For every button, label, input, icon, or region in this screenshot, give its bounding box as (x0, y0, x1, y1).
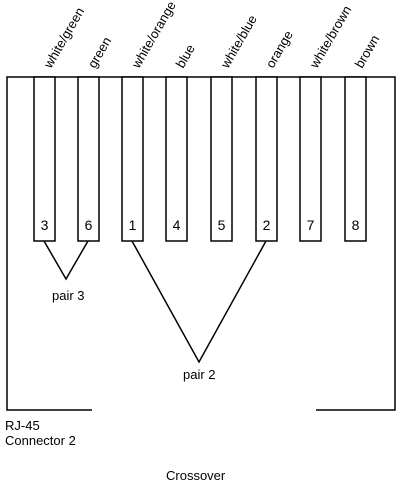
pin-number: 1 (129, 217, 137, 233)
pin-number: 5 (218, 217, 226, 233)
pin-slots (33, 76, 367, 242)
connector-body-outline (6, 76, 396, 411)
pin-number: 6 (85, 217, 93, 233)
pair-3-link (43, 240, 89, 281)
pair-3-label: pair 3 (52, 288, 85, 303)
pin-slot-8 (344, 76, 367, 242)
pin-number: 4 (173, 217, 181, 233)
pin-numbers: 3 6 1 4 5 2 7 8 (41, 217, 360, 233)
pair-2-link (131, 240, 267, 364)
pin-number: 3 (41, 217, 49, 233)
wire-label: orange (263, 28, 296, 71)
pin-number: 7 (307, 217, 315, 233)
pair-2-label: pair 2 (183, 367, 216, 382)
wire-label: green (85, 34, 115, 70)
diagram-caption: Crossover (166, 468, 226, 483)
connector-label-line1: RJ-45 (5, 418, 40, 433)
wire-label: white/blue (217, 12, 260, 71)
wire-label: blue (173, 42, 198, 71)
wire-label: white/orange (128, 0, 179, 71)
wire-labels: white/green green white/orange blue whit… (40, 0, 382, 71)
pin-number: 8 (352, 217, 360, 233)
pin-slot-4 (165, 76, 188, 242)
pin-slot-7 (299, 76, 322, 242)
pin-number: 2 (263, 217, 271, 233)
wire-label: white/brown (306, 3, 354, 71)
wire-label: white/green (40, 5, 87, 72)
pin-slot-2 (255, 76, 278, 242)
wire-label: brown (352, 32, 383, 70)
pin-slot-6 (77, 76, 100, 242)
connector-label-line2: Connector 2 (5, 433, 76, 448)
pin-slot-5 (210, 76, 233, 242)
